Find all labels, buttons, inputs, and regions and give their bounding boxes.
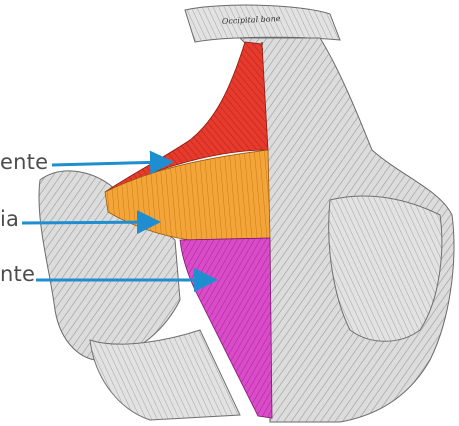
label-upper: ente <box>0 152 48 173</box>
label-middle: ia <box>0 209 19 230</box>
arrow-middle <box>22 222 155 223</box>
label-lower: nte <box>0 264 35 285</box>
